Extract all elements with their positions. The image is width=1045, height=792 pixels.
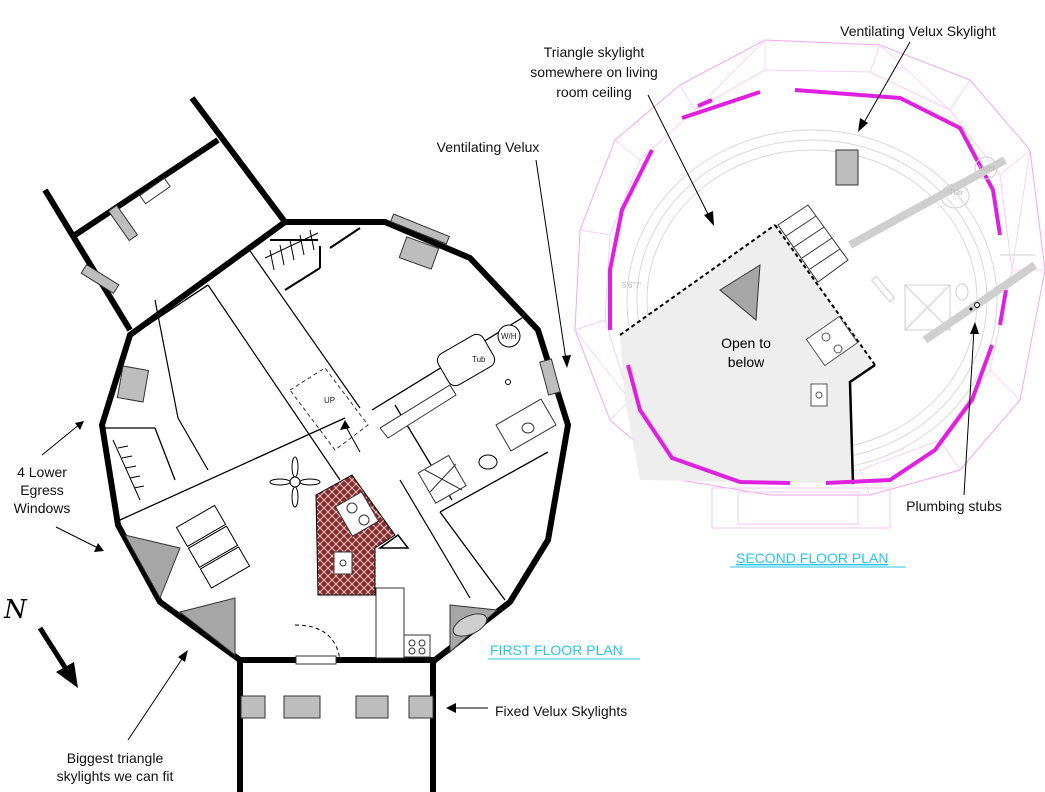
triangle-skylight-label-3: room ceiling xyxy=(556,84,631,100)
triangle-skylight-label-1: Triangle skylight xyxy=(544,44,645,60)
wh-label-1f: W/H xyxy=(501,332,517,341)
north-label: N xyxy=(3,595,28,625)
triangle-skylight-label-2: somewhere on living xyxy=(530,64,658,80)
open-to-below-label-1: Open to xyxy=(721,335,771,351)
lower-egress-label-2: Egress xyxy=(20,482,64,498)
triangle-skylight-1f-left xyxy=(124,534,181,600)
tub-label-1f: Tub xyxy=(472,355,486,364)
dome-outline-outer xyxy=(574,39,1045,496)
first-floor-windows xyxy=(80,177,561,665)
biggest-triangle-label-2: skylights we can fit xyxy=(57,768,174,784)
second-floor-bath-walls xyxy=(848,156,1038,344)
stair-up-arrow-icon xyxy=(340,420,350,430)
ceiling-fan-icon xyxy=(269,456,321,508)
triangle-skylight xyxy=(719,264,761,322)
second-floor-walls xyxy=(608,88,1008,485)
open-to-below-label-2: below xyxy=(728,354,765,370)
lower-egress-label-3: Windows xyxy=(14,500,71,516)
second-floor-bumpout xyxy=(711,487,891,529)
first-floor-plan-title: FIRST FLOOR PLAN xyxy=(490,642,623,658)
stairs-up: UP xyxy=(289,367,369,453)
ventilating-velux-skylight-label: Ventilating Velux Skylight xyxy=(840,23,996,39)
tub-label-2f: Tub xyxy=(949,188,963,197)
second-floor-stairs xyxy=(777,204,849,283)
first-floor-bathroom: Tub W/H xyxy=(379,324,557,504)
plumbing-stubs-label: Plumbing stubs xyxy=(906,498,1002,514)
second-floor-plan: Tub W/H 5'6"7' Open to below SECOND FLOO… xyxy=(574,39,1045,568)
annotations: Ventilating Velux Skylight Triangle skyl… xyxy=(14,23,1002,784)
fixed-velux-skylights xyxy=(240,695,434,719)
first-floor-plan: UP xyxy=(42,96,640,792)
sofa xyxy=(175,504,251,589)
ventilating-velux-label: Ventilating Velux xyxy=(437,139,540,155)
up-label: UP xyxy=(324,396,335,405)
wh-label-2f: W/H xyxy=(979,164,995,173)
north-arrow-icon: N xyxy=(3,595,78,688)
dimension-label-2f: 5'6"7' xyxy=(622,281,642,290)
triangle-skylight-1f-bottom xyxy=(178,597,236,657)
biggest-triangle-label-1: Biggest triangle xyxy=(67,750,164,766)
second-floor-plan-title: SECOND FLOOR PLAN xyxy=(736,550,888,566)
fixed-velux-skylights-label: Fixed Velux Skylights xyxy=(495,703,627,719)
lower-egress-label-1: 4 Lower xyxy=(17,464,67,480)
open-to-below-area xyxy=(620,225,875,484)
ventilating-velux-skylight-2f xyxy=(835,149,859,186)
